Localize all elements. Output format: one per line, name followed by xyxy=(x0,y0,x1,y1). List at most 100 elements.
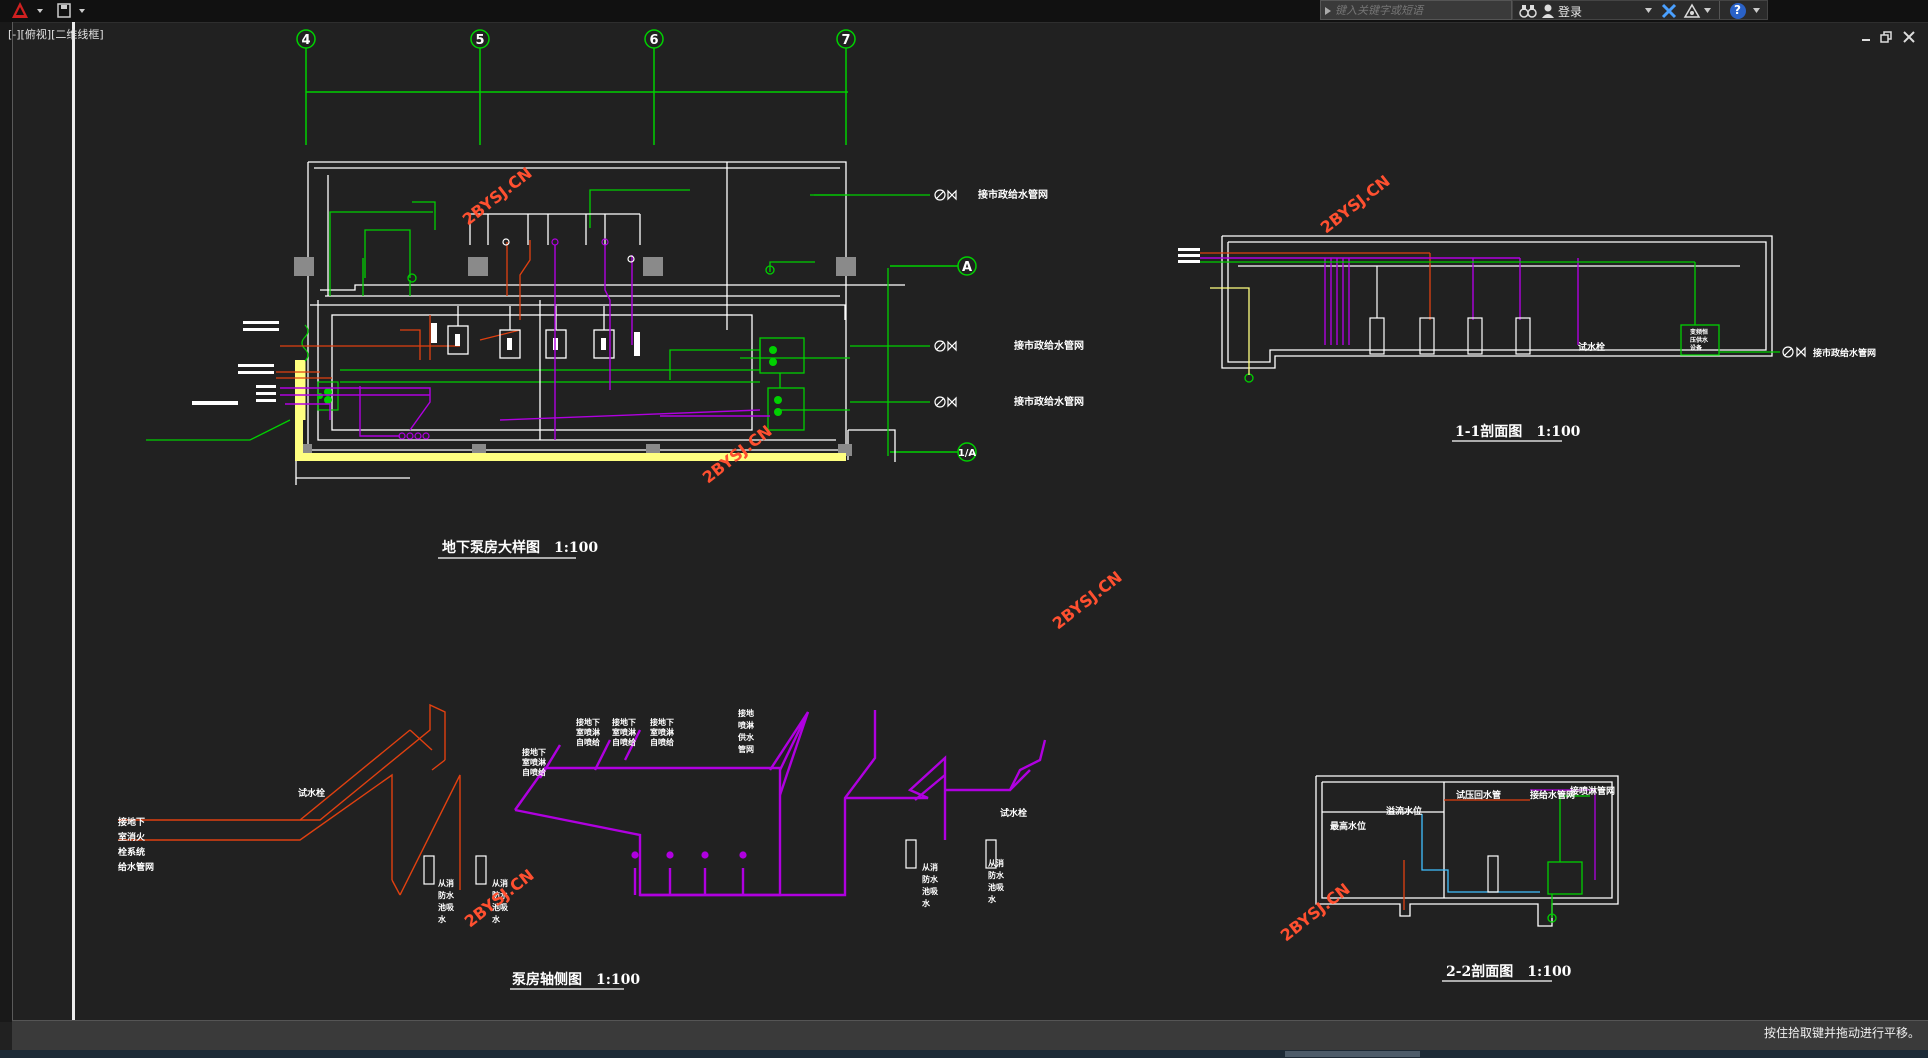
viewport-edge xyxy=(12,22,13,1020)
dropdown-arrow-icon[interactable] xyxy=(1645,8,1653,14)
section22-title: 2-2剖面图 1:100 xyxy=(1446,963,1572,980)
user-icon[interactable] xyxy=(1541,3,1555,19)
section11-test-valve: 试水栓 xyxy=(1578,341,1605,353)
infocenter-toolbar: 登录 ? xyxy=(1512,0,1768,20)
grid-label-7: 7 xyxy=(841,33,850,48)
help-icon[interactable] xyxy=(1729,2,1747,20)
section11-pipe-label: 接市政给水管网 xyxy=(1813,347,1876,359)
command-prompt-text: 按住拾取键并拖动进行平移。 xyxy=(1763,1026,1920,1040)
grid-label-5: 5 xyxy=(475,33,484,48)
axon-col5-1: 接地下 xyxy=(650,717,674,727)
axon-col1-2: 室喷淋 xyxy=(522,757,546,767)
dropdown-arrow-icon[interactable] xyxy=(79,9,85,13)
pump-room-axonometric: 接地下 室消火 栓系统 给水管网 试水栓 试水栓 接地下 室喷淋 自喷给 接地下… xyxy=(118,703,1047,990)
minimize-icon[interactable] xyxy=(1862,39,1870,41)
section11-equip-2: 压供水 xyxy=(1690,336,1709,344)
axon-left-text-2: 室消火 xyxy=(118,831,146,843)
grid-label-4: 4 xyxy=(301,33,310,48)
axon-test-valve-2: 试水栓 xyxy=(1000,807,1027,819)
axon-left-text-1: 接地下 xyxy=(118,816,145,828)
drawing-window-controls xyxy=(1862,31,1915,43)
axon-col2-3: 自喷给 xyxy=(576,737,600,747)
axon-left-text-4: 给水管网 xyxy=(118,861,154,873)
binoculars-icon[interactable] xyxy=(1519,3,1537,19)
search-input[interactable] xyxy=(1335,1,1503,19)
plan-title: 地下泵房大样图 1:100 xyxy=(442,539,598,556)
section11-title: 1-1剖面图 1:100 xyxy=(1455,423,1581,440)
dropdown-arrow-icon[interactable] xyxy=(1753,8,1761,14)
watermark-4: 2BYSJ.CN xyxy=(1049,567,1126,633)
axon-bot2-3: 池吸 xyxy=(492,902,508,912)
plan-label-pipe1: 接市政给水管网 xyxy=(978,188,1048,201)
axon-left-text-3: 栓系统 xyxy=(118,846,145,858)
axon-bot4-1: 从消 xyxy=(988,858,1004,868)
close-icon[interactable] xyxy=(1903,31,1915,43)
axon-bot4-3: 池吸 xyxy=(988,882,1004,892)
horizontal-scrollbar[interactable] xyxy=(1285,1051,1420,1057)
frame-line xyxy=(72,22,75,1020)
axon-bot3-3: 池吸 xyxy=(922,886,938,896)
axon-bot2-2: 防水 xyxy=(492,890,509,900)
watermark-2: 2BYSJ.CN xyxy=(1317,171,1394,237)
axon-col5-2: 室喷淋 xyxy=(650,727,674,737)
application-menu-button[interactable] xyxy=(0,0,48,22)
help-label[interactable]: ? xyxy=(1734,3,1741,17)
axon-bot3-4: 水 xyxy=(921,898,931,908)
exchange-icon[interactable] xyxy=(1661,3,1677,19)
section22-label-2: 接给水管网 xyxy=(1530,789,1575,801)
axon-col4-1: 接地 xyxy=(738,708,754,718)
section11-equip-3: 设备 xyxy=(1690,344,1703,352)
grid-label-6: 6 xyxy=(649,33,658,48)
axon-bot2-4: 水 xyxy=(491,914,501,924)
section22-label-1: 试压回水管 xyxy=(1456,789,1501,801)
dropdown-arrow-icon xyxy=(37,9,43,13)
command-line[interactable] xyxy=(12,1020,1928,1051)
axon-col5-3: 自喷给 xyxy=(650,737,674,747)
axon-col3-2: 室喷淋 xyxy=(612,727,636,737)
section-1-1: 试水栓 接市政给水管网 变频恒 压供水 设备 1-1剖面图 1:100 xyxy=(1200,235,1876,442)
restore-icon[interactable] xyxy=(1880,31,1892,43)
axon-bot1-3: 池吸 xyxy=(438,902,454,912)
pump-room-plan: 4 5 6 7 A 1/A xyxy=(146,29,1200,559)
grid-label-a: A xyxy=(962,260,972,275)
title-bar: 登录 ? xyxy=(0,0,1928,23)
axonometric-title: 泵房轴侧图 1:100 xyxy=(512,971,640,988)
axon-bot4-4: 水 xyxy=(987,894,997,904)
axon-col2-2: 室喷淋 xyxy=(576,727,600,737)
viewport-controls-label[interactable]: [-][俯视][二维线框] xyxy=(8,28,104,41)
save-icon[interactable] xyxy=(57,3,71,18)
left-panel xyxy=(0,22,12,1022)
axon-bot1-2: 防水 xyxy=(438,890,455,900)
section22-label-5: 最高水位 xyxy=(1330,820,1366,832)
a360-icon[interactable] xyxy=(1683,3,1701,19)
axon-bot2-1: 从消 xyxy=(492,878,508,888)
section22-label-3: 接喷淋管网 xyxy=(1570,785,1615,797)
axon-bot4-2: 防水 xyxy=(988,870,1005,880)
axon-col2-1: 接地下 xyxy=(576,717,600,727)
axon-bot3-2: 防水 xyxy=(922,874,939,884)
axon-col4-4: 管网 xyxy=(738,744,754,754)
login-label[interactable]: 登录 xyxy=(1558,5,1583,19)
plan-label-pipe2: 接市政给水管网 xyxy=(1014,339,1084,352)
axon-col1-1: 接地下 xyxy=(522,747,546,757)
axon-test-valve-1: 试水栓 xyxy=(298,787,325,799)
section-2-2: 试压回水管 接给水管网 接喷淋管网 溢流水位 最高水位 2-2剖面图 1:100 xyxy=(1315,775,1619,982)
axon-col3-1: 接地下 xyxy=(612,717,636,727)
axon-bot1-1: 从消 xyxy=(438,878,454,888)
search-box[interactable] xyxy=(1320,0,1512,20)
axon-bot3-1: 从消 xyxy=(922,862,938,872)
axon-bot1-4: 水 xyxy=(437,914,447,924)
axon-col4-2: 喷淋 xyxy=(738,720,754,730)
watermark-6: 2BYSJ.CN xyxy=(1277,879,1354,945)
plan-label-pipe3: 接市政给水管网 xyxy=(1014,395,1084,408)
section11-equip-1: 变频恒 xyxy=(1690,328,1708,336)
axon-col3-3: 自喷给 xyxy=(612,737,636,747)
expand-arrow-icon[interactable] xyxy=(1323,5,1333,17)
watermark-1: 2BYSJ.CN xyxy=(459,163,536,229)
dropdown-arrow-icon[interactable] xyxy=(1704,8,1712,14)
axon-col4-3: 供水 xyxy=(737,732,755,742)
status-bar xyxy=(0,1050,1928,1058)
quick-access-toolbar[interactable] xyxy=(52,0,94,22)
